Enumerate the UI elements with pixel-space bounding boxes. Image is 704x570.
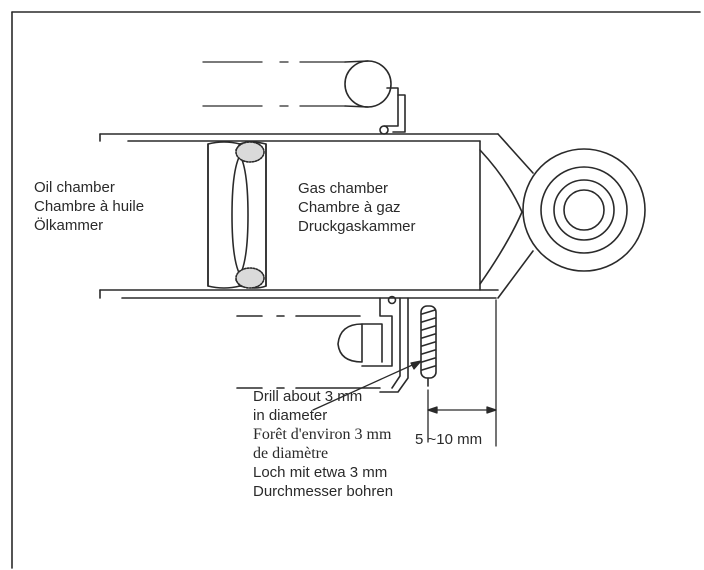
drill-note-de-1: Loch mit etwa 3 mm [253, 464, 388, 481]
oil-chamber-de: Ölkammer [34, 217, 104, 234]
drill-note-en-2: in diameter [253, 407, 328, 424]
drill-note: Drill about 3 mm in diameter Forêt d'env… [253, 387, 393, 501]
gas-chamber-fr: Chambre à gaz [298, 199, 401, 216]
drill-note-en-1: Drill about 3 mm [253, 388, 363, 405]
cylinder-body [99, 133, 534, 299]
oil-chamber-en: Oil chamber [34, 179, 115, 196]
gas-chamber-de: Druckgaskammer [298, 218, 416, 235]
upper-rod [344, 60, 406, 135]
gas-chamber-label: Gas chamber Chambre à gaz Druckgaskammer [298, 179, 416, 236]
free-piston [207, 141, 267, 289]
lower-rod [236, 295, 409, 393]
weld-bead [420, 305, 437, 387]
gas-chamber-en: Gas chamber [298, 180, 389, 197]
dimension-label: 5 ~10 mm [415, 431, 483, 448]
drill-note-de-2: Durchmesser bohren [253, 483, 394, 500]
drill-leader-arrow [312, 360, 422, 411]
eye-mount [522, 148, 646, 272]
oil-chamber-fr: Chambre à huile [34, 198, 145, 215]
upper-leader-line [202, 61, 346, 107]
oil-chamber-label: Oil chamber Chambre à huile Ölkammer [34, 178, 144, 235]
dimension-marker [427, 299, 497, 447]
drill-note-fr-1: Forêt d'environ 3 mm [253, 426, 392, 443]
drill-note-fr-2: de diamètre [253, 445, 329, 462]
frame [11, 11, 701, 569]
